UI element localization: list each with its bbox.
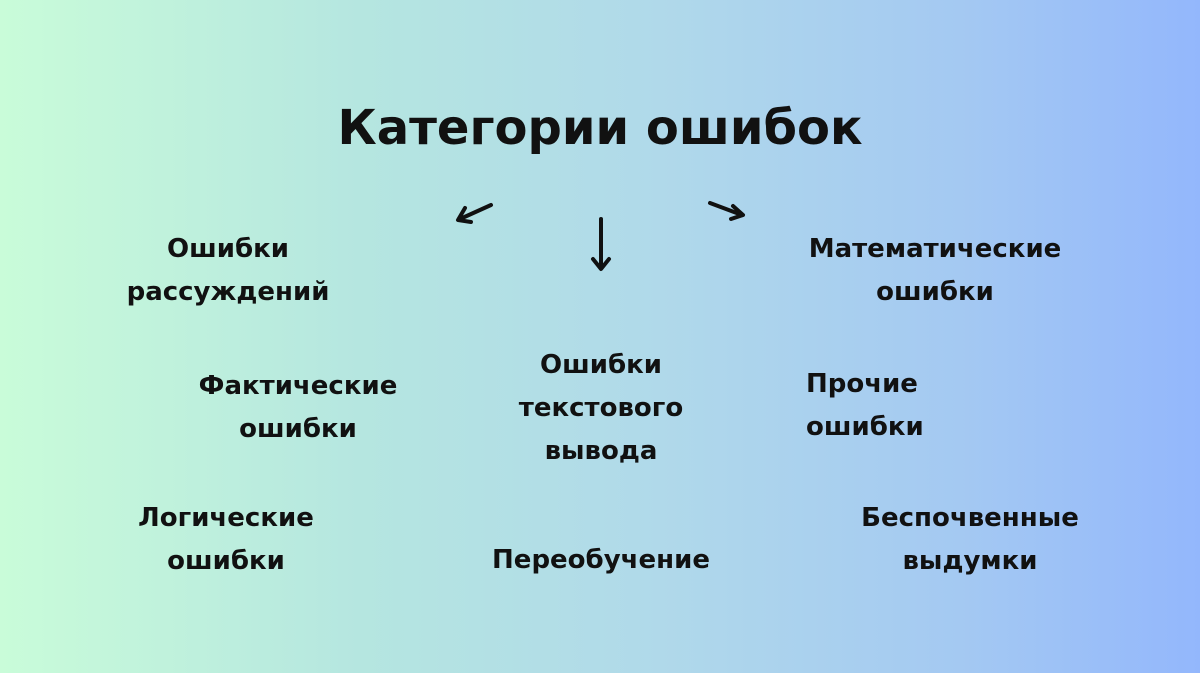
label-line: рассуждений [126, 277, 330, 307]
label-line: ошибки [806, 412, 924, 442]
arrow-right-icon [708, 201, 745, 221]
category-logical-errors: Логические ошибки [138, 497, 314, 583]
arrow-down-icon [591, 217, 611, 271]
label-line: выдумки [902, 546, 1038, 576]
category-reasoning-errors: Ошибки рассуждений [127, 228, 330, 314]
label-line: Логические [138, 503, 314, 533]
category-factual-errors: Фактические ошибки [199, 365, 398, 451]
label-line: текстового [518, 393, 684, 423]
category-overfitting: Переобучение [492, 539, 710, 582]
arrow-left-icon [456, 203, 493, 224]
label-line: ошибки [167, 546, 285, 576]
category-math-errors: Математические ошибки [809, 228, 1062, 314]
label-line: Математические [808, 234, 1062, 264]
label-line: Ошибки [167, 234, 289, 264]
category-other-errors: Прочие ошибки [806, 363, 924, 449]
diagram-title: Категории ошибок [337, 100, 863, 156]
category-hallucinations: Беспочвенные выдумки [861, 497, 1079, 583]
label-line: вывода [544, 436, 658, 466]
label-line: Прочие [806, 369, 918, 399]
label-line: ошибки [239, 414, 357, 444]
category-text-output-errors: Ошибки текстового вывода [519, 344, 683, 473]
label-line: Беспочвенные [861, 503, 1079, 533]
label-line: Фактические [198, 371, 398, 401]
label-line: Переобучение [492, 545, 710, 575]
label-line: Ошибки [540, 350, 662, 380]
label-line: ошибки [876, 277, 994, 307]
